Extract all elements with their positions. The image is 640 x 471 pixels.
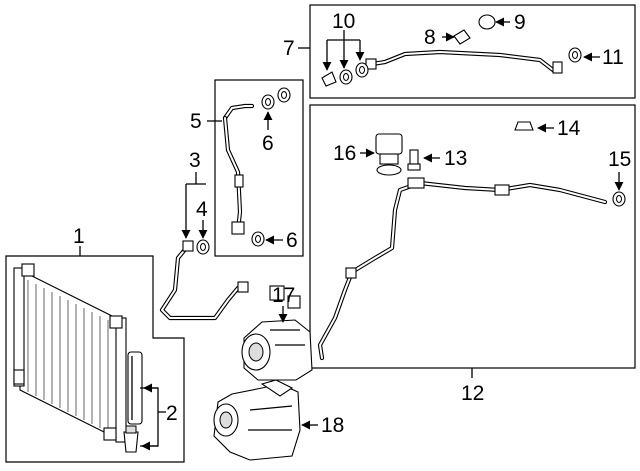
callout-18: 18 [321,414,344,437]
box-discharge-hose [214,79,304,257]
callout-15: 15 [608,148,631,171]
callout-4: 4 [196,198,208,221]
callout-1: 1 [73,225,85,248]
suction-hose [321,14,582,87]
box-suction-hose [309,4,636,99]
callout-16: 16 [333,142,356,165]
group-boxes [5,4,636,463]
callout-12: 12 [461,382,484,405]
callout-3: 3 [189,149,201,172]
callout-10: 10 [332,10,355,33]
callout-11: 11 [602,46,624,69]
callout-14: 14 [557,117,581,140]
callout-8: 8 [424,26,436,49]
liquid-line [317,121,626,361]
leader-lines [79,17,624,451]
hose-3 [159,239,249,321]
callout-7: 7 [283,37,295,60]
callouts: 1 2 3 4 5 6 6 7 8 9 10 11 12 13 14 15 16… [73,10,631,437]
box-condenser [5,255,185,463]
callout-5: 5 [190,110,202,133]
receiver-dryer [123,351,143,453]
callout-6b: 6 [286,229,298,252]
callout-17: 17 [272,284,295,307]
callout-6a: 6 [262,132,274,155]
callout-2: 2 [166,402,178,425]
callout-9: 9 [514,11,526,34]
discharge-hose [222,87,291,247]
compressor-assembly [213,379,301,461]
condenser [13,263,127,443]
box-liquid-line [309,104,636,369]
callout-13: 13 [444,147,467,170]
compressor [241,285,313,381]
